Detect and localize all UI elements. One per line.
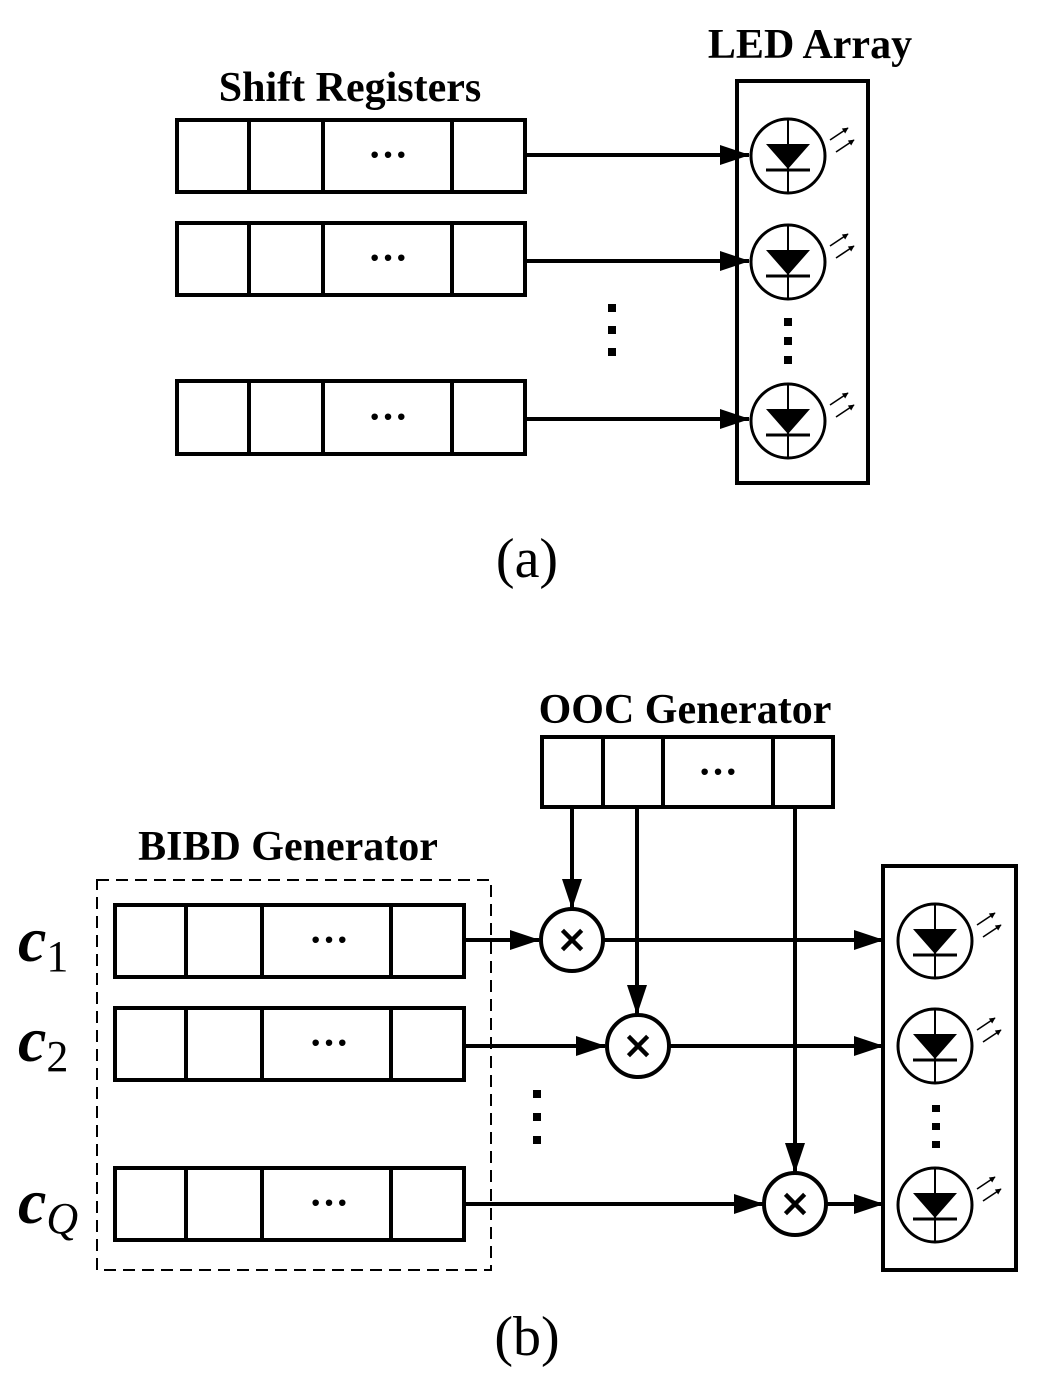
row-label-c2: c2 <box>18 1004 68 1081</box>
row-label-c1: c1 <box>18 904 68 981</box>
bibd-register-row: ··· <box>113 1166 466 1242</box>
panel-a: Shift Registers LED Array ··· ··· <box>175 22 912 590</box>
register-ellipsis: ··· <box>309 1020 349 1065</box>
panel-b: OOC Generator BIBD Generator ··· c1 c2 c… <box>18 687 1018 1368</box>
multiplier-icon: × <box>762 1171 828 1237</box>
vertical-ellipsis-icon <box>608 304 616 356</box>
led-diode-icon <box>896 1166 1002 1244</box>
register-ellipsis: ··· <box>309 917 349 962</box>
shift-register-row: ··· <box>175 379 750 456</box>
led-array-box <box>735 79 870 485</box>
shift-register <box>113 903 466 979</box>
register-ellipsis: ··· <box>309 1180 349 1225</box>
led-diode-icon <box>749 223 855 301</box>
vertical-ellipsis-icon <box>784 318 792 364</box>
shift-register-row: ··· <box>175 221 750 297</box>
shift-register <box>175 379 527 456</box>
bibd-generator-box <box>96 879 492 1271</box>
led-diode-icon <box>749 117 855 195</box>
register-ellipsis: ··· <box>368 235 408 280</box>
led-diode-icon <box>896 902 1002 980</box>
shift-register <box>113 1166 466 1242</box>
vertical-ellipsis-icon <box>533 1090 541 1144</box>
shift-register <box>113 1006 466 1082</box>
bibd-register-row: ··· <box>113 1006 466 1082</box>
register-ellipsis: ··· <box>368 132 408 177</box>
row-label-cq: cQ <box>18 1166 78 1243</box>
svg-text:×: × <box>622 1023 654 1067</box>
vertical-ellipsis-icon <box>932 1105 940 1148</box>
svg-text:×: × <box>779 1181 811 1225</box>
register-ellipsis: ··· <box>368 394 408 439</box>
svg-text:×: × <box>556 917 588 961</box>
bibd-generator-title: BIBD Generator <box>138 824 438 870</box>
bibd-register-row: ··· <box>113 903 466 979</box>
led-array-box <box>881 864 1018 1272</box>
ooc-generator-title: OOC Generator <box>539 687 832 733</box>
shift-register-row: ··· <box>175 118 750 194</box>
multiplier-icon: × <box>539 907 605 973</box>
multiplier-icon: × <box>605 1013 671 1079</box>
led-array-title: LED Array <box>708 22 912 68</box>
register-ellipsis: ··· <box>698 749 738 794</box>
caption-a: (a) <box>496 528 558 590</box>
caption-b: (b) <box>494 1306 559 1368</box>
shift-register <box>175 118 527 194</box>
led-diode-icon <box>896 1007 1002 1085</box>
ooc-generator-register: ··· <box>540 735 835 809</box>
led-diode-icon <box>749 382 855 460</box>
shift-register <box>175 221 527 297</box>
shift-registers-title: Shift Registers <box>219 65 481 111</box>
